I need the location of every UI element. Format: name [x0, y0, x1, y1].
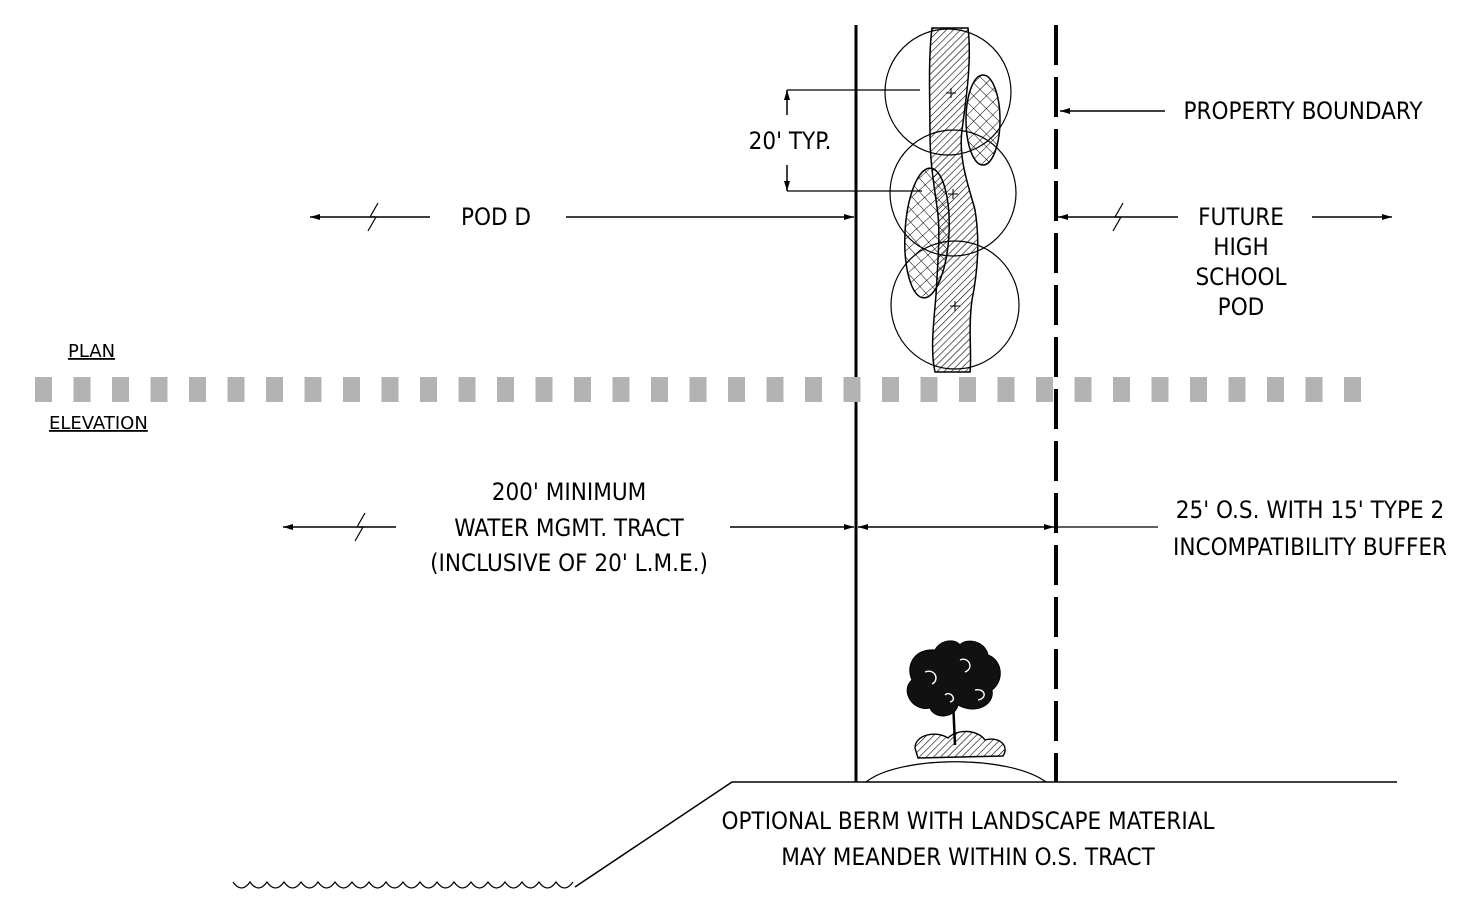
divider-block — [1344, 377, 1361, 402]
buffer-line-1: 25' O.S. WITH 15' TYPE 2 — [1176, 496, 1444, 524]
divider-block — [997, 377, 1015, 402]
divider-block — [1074, 377, 1092, 402]
divider-block — [882, 377, 899, 402]
divider-block — [266, 377, 283, 402]
divider-block — [1228, 377, 1246, 402]
divider-block — [574, 377, 591, 402]
buffer-line-2: INCOMPATIBILITY BUFFER — [1173, 533, 1447, 561]
divider-block — [843, 377, 861, 402]
divider-block — [304, 377, 322, 402]
shrub-crosshatch — [904, 167, 950, 299]
divider-block — [766, 377, 784, 402]
divider-block — [73, 377, 91, 402]
divider-block — [458, 377, 476, 402]
divider-block — [381, 377, 399, 402]
divider-block — [1190, 377, 1207, 402]
divider-block — [1151, 377, 1169, 402]
tract-line-2: WATER MGMT. TRACT — [454, 514, 684, 542]
future-pod-line-2: HIGH — [1213, 233, 1269, 261]
future-pod-callout: FUTURE HIGH SCHOOL POD — [1058, 202, 1392, 321]
elevation-view: ELEVATION 200' MINIMUM WATER MGMT. TRACT… — [49, 413, 1447, 889]
tract-callout: 200' MINIMUM WATER MGMT. TRACT (INCLUSIV… — [283, 478, 854, 577]
center-marks — [946, 88, 960, 311]
berm-mound — [865, 761, 1047, 783]
divider-block — [497, 377, 514, 402]
hedge-hatch — [928, 27, 979, 373]
tract-line-1: 200' MINIMUM — [492, 478, 647, 506]
elevation-heading: ELEVATION — [49, 413, 148, 434]
divider-block — [689, 377, 707, 402]
property-boundary-callout: PROPERTY BOUNDARY — [1060, 97, 1423, 125]
property-boundary-label: PROPERTY BOUNDARY — [1183, 97, 1423, 125]
divider-block — [1036, 377, 1053, 402]
divider-block — [420, 377, 437, 402]
tree-icon — [906, 640, 1006, 759]
divider-block — [651, 377, 668, 402]
divider-block — [343, 377, 360, 402]
water-surface — [232, 880, 574, 889]
berm-note-line-2: MAY MEANDER WITHIN O.S. TRACT — [781, 843, 1155, 871]
divider-block — [112, 377, 129, 402]
plan-heading: PLAN — [68, 341, 115, 362]
future-pod-line-1: FUTURE — [1198, 203, 1284, 231]
future-pod-line-4: POD — [1218, 293, 1265, 321]
divider-block — [150, 377, 168, 402]
divider-block — [959, 377, 976, 402]
future-pod-line-3: SCHOOL — [1195, 263, 1286, 291]
divider-block — [728, 377, 745, 402]
divider-block — [189, 377, 206, 402]
divider-block — [35, 377, 52, 402]
berm-note-line-1: OPTIONAL BERM WITH LANDSCAPE MATERIAL — [722, 807, 1215, 835]
spacing-dimension: 20' TYP. — [749, 89, 922, 192]
divider-block — [1267, 377, 1284, 402]
spacing-label: 20' TYP. — [749, 127, 832, 155]
divider-block — [612, 377, 630, 402]
divider-block — [1305, 377, 1323, 402]
ground-profile — [232, 761, 1397, 889]
divider-block — [1113, 377, 1130, 402]
tract-line-3: (INCLUSIVE OF 20' L.M.E.) — [430, 549, 708, 577]
divider-block — [535, 377, 553, 402]
pod-d-label: POD D — [461, 203, 531, 231]
plan-view: 20' TYP. POD D PROPERTY BOUNDARY FUTURE … — [68, 25, 1423, 782]
divider-block — [805, 377, 822, 402]
pod-d-callout: POD D — [310, 202, 854, 232]
buffer-width-dimension: 25' O.S. WITH 15' TYPE 2 INCOMPATIBILITY… — [858, 496, 1447, 561]
divider-block — [920, 377, 938, 402]
shrub-group — [914, 730, 1006, 759]
plan-elevation-divider — [35, 377, 1361, 402]
divider-block — [227, 377, 245, 402]
shrub-crosshatch — [965, 74, 1001, 166]
